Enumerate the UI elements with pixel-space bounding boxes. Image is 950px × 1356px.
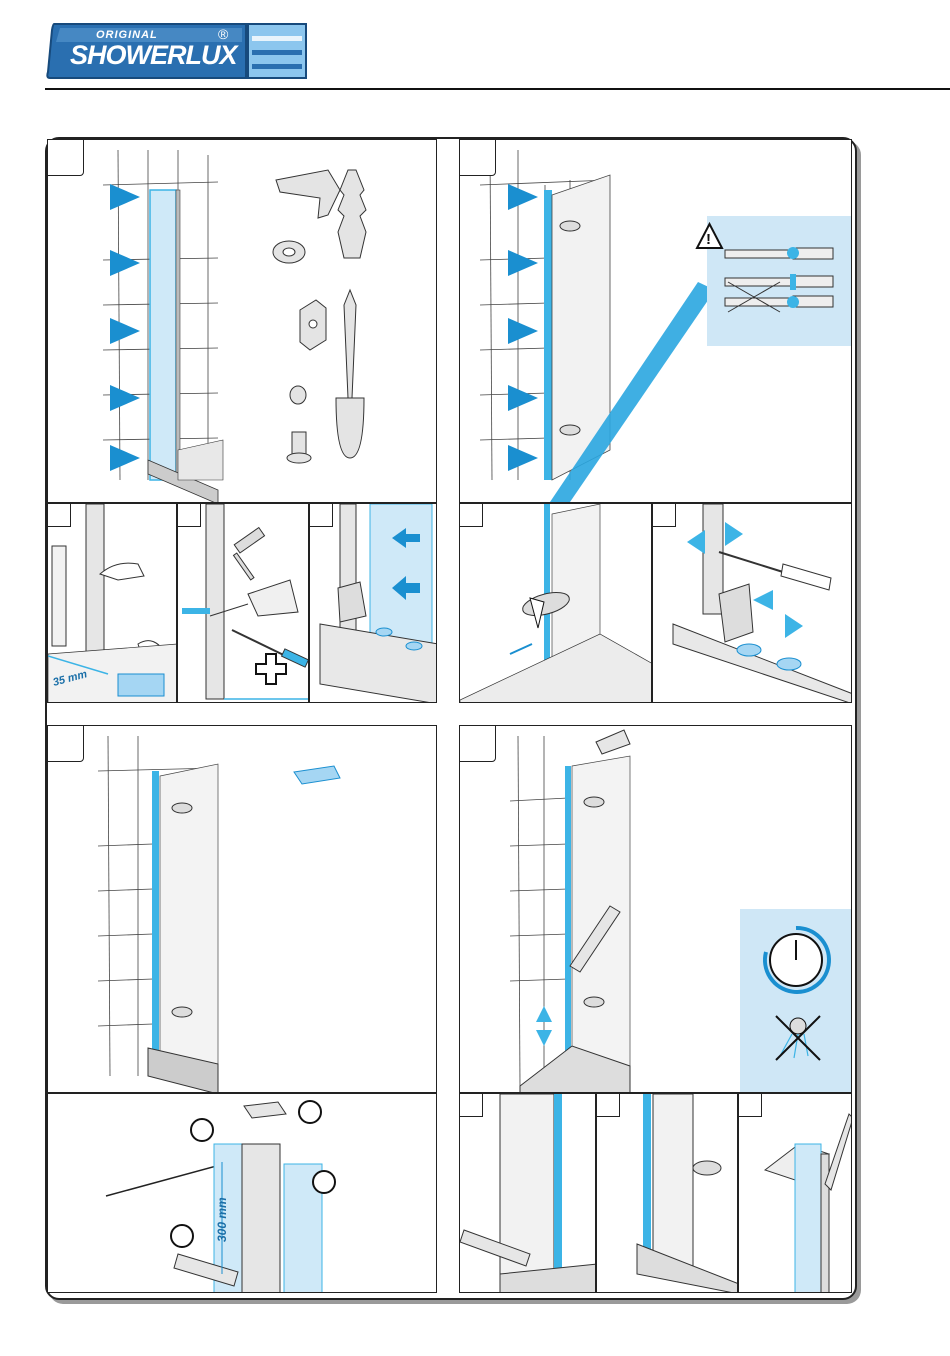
step-tab-1b	[177, 503, 201, 527]
header-rule	[45, 88, 950, 90]
step-tab-1a	[47, 503, 71, 527]
panel-step-2b	[652, 503, 852, 703]
step-tab-4	[459, 725, 496, 762]
panel-step-3a: 300 mm	[47, 1093, 437, 1293]
step-tab-2b	[652, 503, 676, 527]
step-tab-2a	[459, 503, 483, 527]
panel-step-1b	[177, 503, 309, 703]
step-tab-4b	[596, 1093, 620, 1117]
panel-step-4c	[738, 1093, 852, 1293]
panel-step-4	[459, 725, 852, 1093]
step-tab-2	[459, 139, 496, 176]
panel-step-2: !	[459, 139, 852, 503]
brand-name: SHOWERLUX	[70, 40, 237, 71]
step-tab-4a	[459, 1093, 483, 1117]
panel-step-4b	[596, 1093, 738, 1293]
step-tab-3	[47, 725, 84, 762]
brand-registered-mark: ®	[218, 26, 228, 42]
panel-step-4a	[459, 1093, 596, 1293]
dimension-300mm: 300 mm	[215, 1197, 229, 1242]
panel-step-1c	[309, 503, 437, 703]
svg-text:!: !	[706, 231, 711, 248]
panel-step-2a	[459, 503, 652, 703]
panel-step-1a: 35 mm	[47, 503, 177, 703]
step-tab-4c	[738, 1093, 762, 1117]
panel-step-3	[47, 725, 437, 1093]
screwdriver-cross-icon	[256, 654, 286, 684]
step-tab-1c	[309, 503, 333, 527]
step-tab-1	[47, 139, 84, 176]
panel-step-1	[47, 139, 437, 503]
